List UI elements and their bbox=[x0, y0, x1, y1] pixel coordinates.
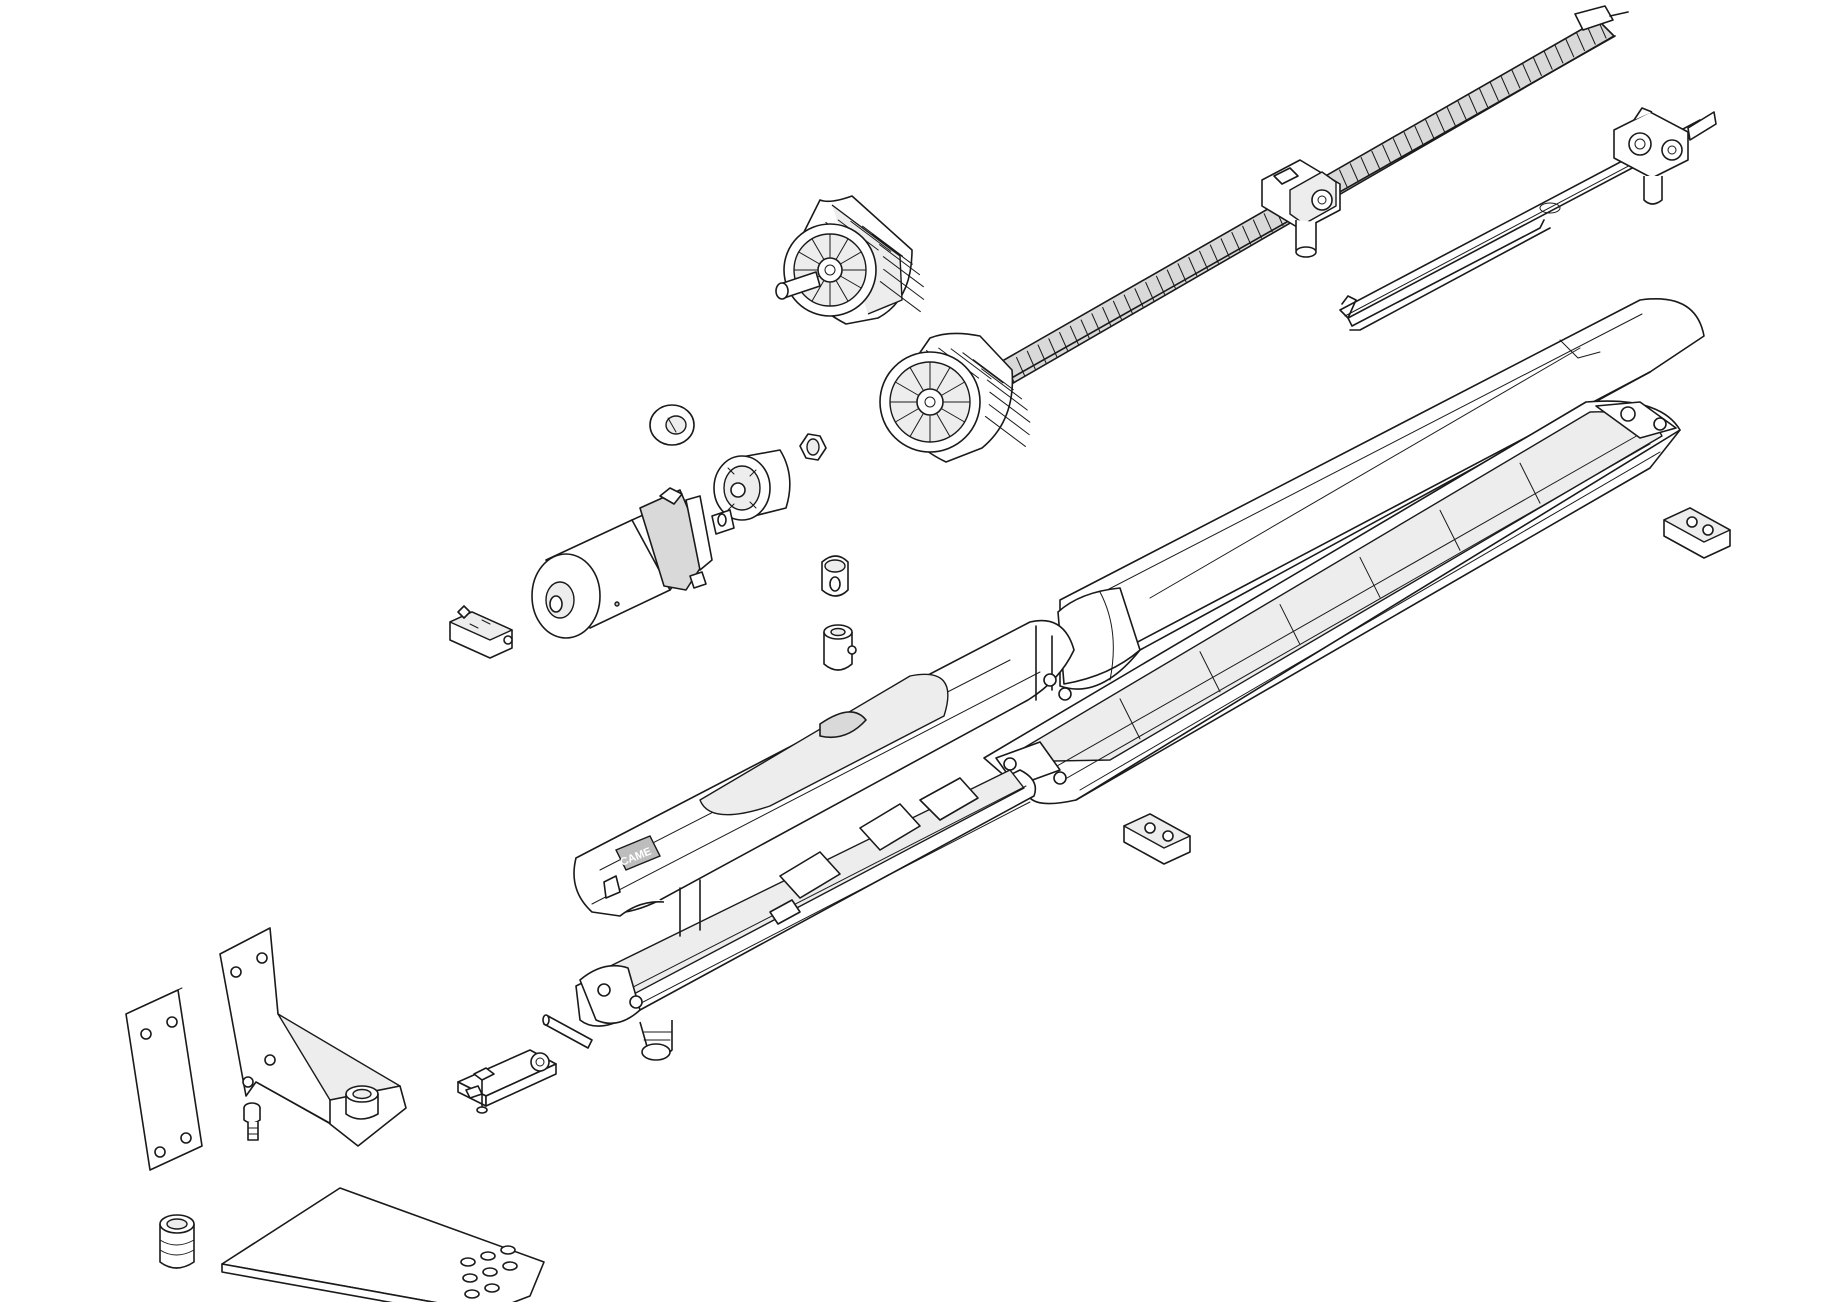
bracket-bolt bbox=[243, 1102, 261, 1141]
gear-coupling bbox=[713, 449, 791, 521]
wall-mounting-plate bbox=[125, 987, 203, 1171]
front-ribbed-bushing bbox=[879, 332, 1031, 463]
release-cylinder bbox=[823, 624, 857, 671]
limit-switch-left bbox=[449, 605, 513, 659]
front-motor-cover: CAME bbox=[573, 619, 1075, 917]
fork-bracket bbox=[457, 1049, 557, 1114]
washer bbox=[649, 404, 695, 446]
small-nut bbox=[799, 433, 827, 461]
cable-gland-block-right bbox=[1663, 507, 1731, 559]
limit-stop-rail bbox=[1339, 107, 1717, 319]
post-angle-bracket bbox=[219, 927, 407, 1147]
gate-fixing-plate bbox=[221, 1187, 545, 1302]
upper-cover bbox=[1057, 298, 1705, 690]
electric-motor bbox=[531, 487, 735, 639]
release-lever bbox=[821, 555, 849, 597]
screw-carriage-nut bbox=[1261, 159, 1341, 258]
rear-base-housing bbox=[983, 400, 1681, 805]
spring-clip bbox=[1341, 219, 1551, 331]
brand-logo: CAME bbox=[615, 835, 661, 871]
hinge-pin bbox=[542, 1014, 593, 1049]
threaded-bushing bbox=[159, 1214, 195, 1269]
rear-ribbed-bushing bbox=[775, 195, 925, 325]
cable-gland-block-middle bbox=[1123, 813, 1191, 865]
front-base-housing bbox=[575, 769, 1037, 1061]
